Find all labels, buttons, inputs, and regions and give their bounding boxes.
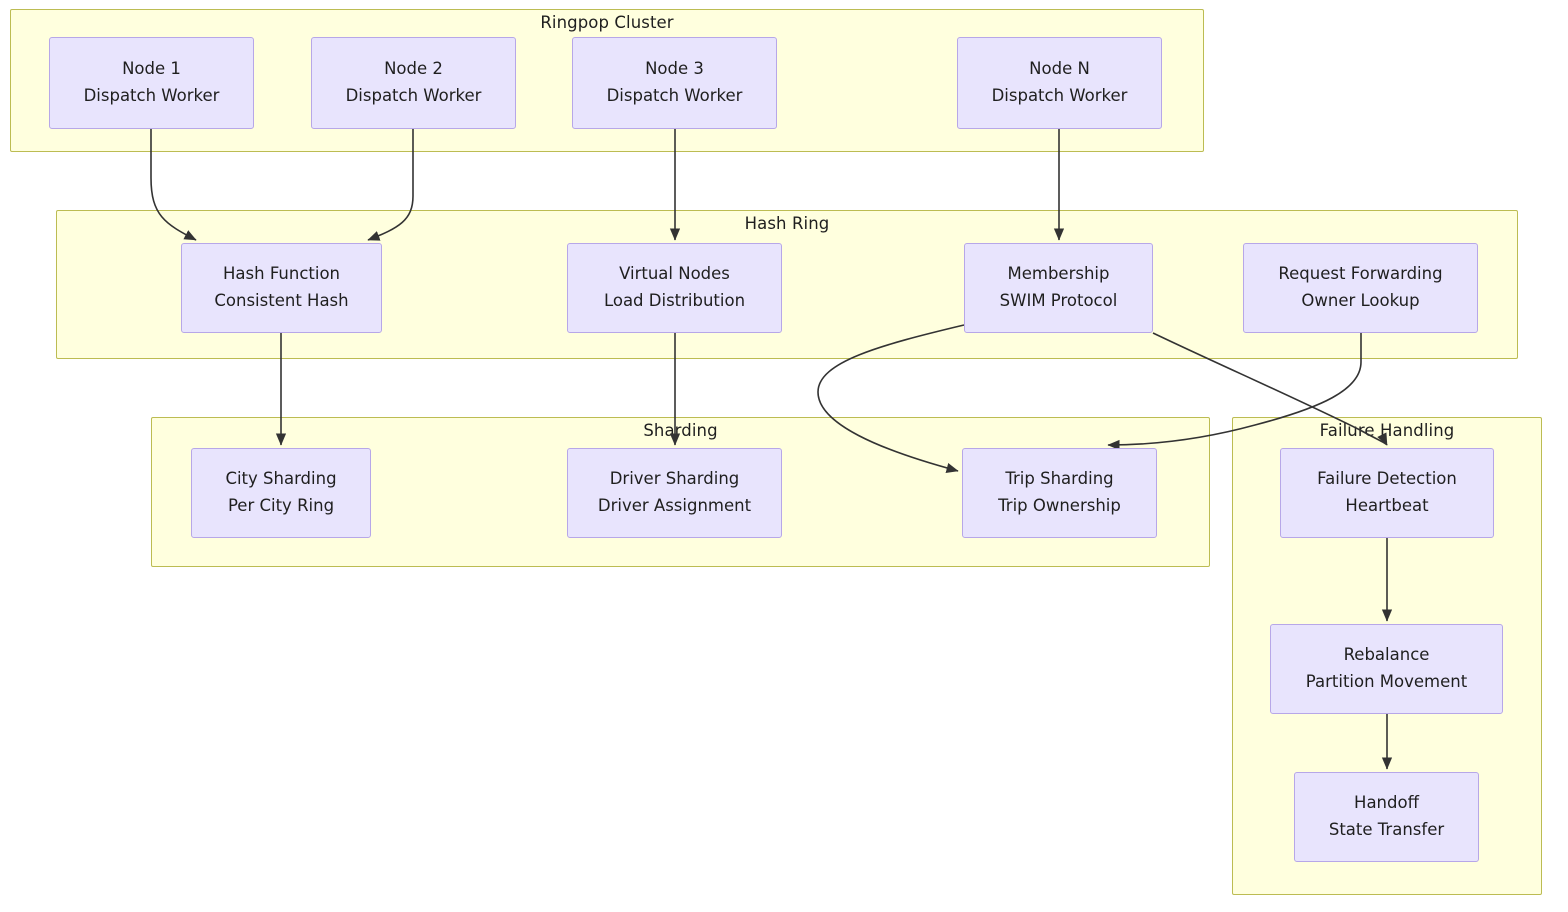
node-label-secondary: Dispatch Worker xyxy=(345,86,482,105)
node-node-1[interactable]: Node 1 Dispatch Worker xyxy=(49,37,254,129)
node-node-3[interactable]: Node 3 Dispatch Worker xyxy=(572,37,777,129)
node-node-2[interactable]: Node 2 Dispatch Worker xyxy=(311,37,516,129)
node-label-primary: Virtual Nodes xyxy=(619,264,730,284)
node-label-primary: Node N xyxy=(1029,59,1090,79)
node-label-primary: Request Forwarding xyxy=(1278,264,1443,284)
node-label-secondary: Trip Ownership xyxy=(998,496,1121,515)
node-label-primary: Trip Sharding xyxy=(1005,469,1114,489)
node-label-secondary: Dispatch Worker xyxy=(606,86,743,105)
node-label-secondary: SWIM Protocol xyxy=(999,291,1118,310)
node-label-primary: Node 2 xyxy=(384,59,443,79)
node-label-secondary: State Transfer xyxy=(1328,820,1445,839)
node-label-secondary: Dispatch Worker xyxy=(991,86,1128,105)
node-label-primary: City Sharding xyxy=(225,469,337,489)
node-label-secondary: Owner Lookup xyxy=(1301,291,1420,310)
cluster-title-failure-handling: Failure Handling xyxy=(1319,421,1455,440)
node-label-primary: Failure Detection xyxy=(1317,469,1457,489)
node-label-primary: Hash Function xyxy=(223,264,340,284)
node-node-n[interactable]: Node N Dispatch Worker xyxy=(957,37,1162,129)
cluster-title-ringpop-cluster: Ringpop Cluster xyxy=(540,13,674,32)
node-label-secondary: Heartbeat xyxy=(1345,496,1429,515)
cluster-title-sharding: Sharding xyxy=(643,421,718,440)
node-label-secondary: Partition Movement xyxy=(1305,672,1468,691)
node-label-primary: Handoff xyxy=(1354,793,1419,813)
cluster-title-hash-ring: Hash Ring xyxy=(744,214,830,233)
node-label-secondary: Load Distribution xyxy=(603,291,746,310)
node-label-primary: Driver Sharding xyxy=(609,469,740,489)
node-label-primary: Node 3 xyxy=(645,59,704,79)
node-label-secondary: Driver Assignment xyxy=(597,496,752,515)
node-label-primary: Membership xyxy=(1007,264,1110,284)
node-label-primary: Node 1 xyxy=(122,59,181,79)
node-label-secondary: Consistent Hash xyxy=(214,291,349,310)
node-label-secondary: Dispatch Worker xyxy=(83,86,220,105)
node-label-secondary: Per City Ring xyxy=(227,496,335,515)
node-label-primary: Rebalance xyxy=(1343,645,1430,665)
